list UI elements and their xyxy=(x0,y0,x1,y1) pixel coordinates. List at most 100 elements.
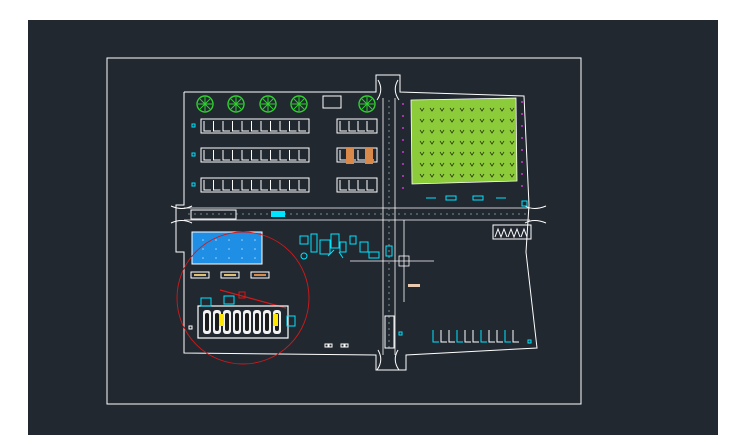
equipment-icon xyxy=(300,252,308,260)
tree-icon xyxy=(358,95,376,113)
site-boundary xyxy=(175,74,538,371)
lawn-dot xyxy=(469,162,475,167)
pool-dot xyxy=(241,257,243,259)
lawn-dot xyxy=(479,107,485,112)
light-marker xyxy=(521,125,523,127)
lawn-dot xyxy=(469,151,475,156)
marker xyxy=(398,331,403,336)
storage-slot xyxy=(225,313,229,331)
access-bay xyxy=(384,315,395,349)
bins xyxy=(324,343,349,348)
lawn-dot xyxy=(469,129,475,134)
coverage-radius xyxy=(176,231,310,365)
gate-icon-west xyxy=(170,205,193,224)
equipment-icon xyxy=(339,241,347,253)
light-marker xyxy=(402,115,404,117)
lawn-dot xyxy=(459,107,465,112)
equipment-icon xyxy=(349,235,357,245)
stall-line xyxy=(448,330,455,343)
lawn-dot xyxy=(439,173,445,178)
storage-slot xyxy=(245,313,249,331)
lawn-dot xyxy=(509,140,515,145)
light-marker xyxy=(521,173,523,175)
lawn-dot xyxy=(509,118,515,123)
marker xyxy=(191,152,196,157)
lawn-dot xyxy=(439,129,445,134)
parking-area xyxy=(191,118,378,193)
benches xyxy=(426,195,528,207)
site-plan-drawing[interactable] xyxy=(28,20,718,435)
stall-line xyxy=(456,330,463,343)
lawn-dot xyxy=(419,107,425,112)
lawn-dot xyxy=(419,151,425,156)
crane-arm xyxy=(219,289,287,309)
lawn-dot xyxy=(479,140,485,145)
drawing-canvas[interactable] xyxy=(28,20,718,435)
lawn-dot xyxy=(459,151,465,156)
lawn-dot xyxy=(499,173,505,178)
highlight-bay xyxy=(219,314,224,326)
lawn-dot xyxy=(429,162,435,167)
pool-pattern xyxy=(202,239,256,259)
kiosk xyxy=(322,95,342,109)
lawn-dot xyxy=(439,107,445,112)
lawn-dot xyxy=(509,173,515,178)
lawn-dot xyxy=(489,118,495,123)
lawn-dot xyxy=(499,129,505,134)
pool-dot xyxy=(254,239,256,241)
lawn-dot xyxy=(479,151,485,156)
container-icon xyxy=(346,148,354,164)
parking-stall-icon xyxy=(336,177,378,193)
pool-dot xyxy=(202,248,204,250)
equipment-link xyxy=(327,249,344,259)
lawn-dot xyxy=(449,162,455,167)
pool-dot xyxy=(202,239,204,241)
stall-line xyxy=(440,330,447,343)
storage-slot xyxy=(215,313,219,331)
lawn-dot xyxy=(459,162,465,167)
lawn-dot xyxy=(499,151,505,156)
lawn-dot xyxy=(469,107,475,112)
pool-dot xyxy=(215,248,217,250)
lawn-dot xyxy=(439,151,445,156)
lawn-dot xyxy=(449,118,455,123)
parking-stall-icon xyxy=(200,118,310,134)
lawn-dot xyxy=(459,129,465,134)
equipment-icon xyxy=(200,297,296,327)
lawn-dot xyxy=(489,129,495,134)
container-icon xyxy=(223,295,235,305)
lawn-dot xyxy=(499,140,505,145)
lawn-dot xyxy=(489,173,495,178)
pool-dot xyxy=(202,257,204,259)
pool-dot xyxy=(228,257,230,259)
marker xyxy=(191,182,196,187)
light-marker xyxy=(521,101,523,103)
pool-dot xyxy=(215,257,217,259)
road-north-south xyxy=(382,98,396,355)
equipment-icon xyxy=(319,239,331,255)
pool-dot xyxy=(228,248,230,250)
gate-icon-east xyxy=(524,205,547,224)
lawn-dot xyxy=(499,107,505,112)
road-east-west xyxy=(184,207,530,221)
stall-line xyxy=(488,330,495,343)
light-marker xyxy=(402,127,404,129)
storage-slot xyxy=(255,313,259,331)
marker xyxy=(188,325,193,330)
pool-icon xyxy=(191,231,263,265)
stall-line xyxy=(496,330,503,343)
gate-icon-north xyxy=(376,79,400,101)
tree-icon xyxy=(227,95,245,113)
lawn-dot xyxy=(479,118,485,123)
container-icon xyxy=(365,148,373,164)
lawn-dot xyxy=(479,129,485,134)
lawn-dot xyxy=(459,140,465,145)
lawn-dot xyxy=(449,107,455,112)
parking-stall-icon xyxy=(336,118,378,134)
lawn-dot xyxy=(439,140,445,145)
equipment-icon xyxy=(310,233,318,253)
cursor-crosshair[interactable] xyxy=(350,220,434,302)
storage-slot xyxy=(265,313,269,331)
lawn-dot xyxy=(449,151,455,156)
equipment-cluster xyxy=(299,233,380,260)
